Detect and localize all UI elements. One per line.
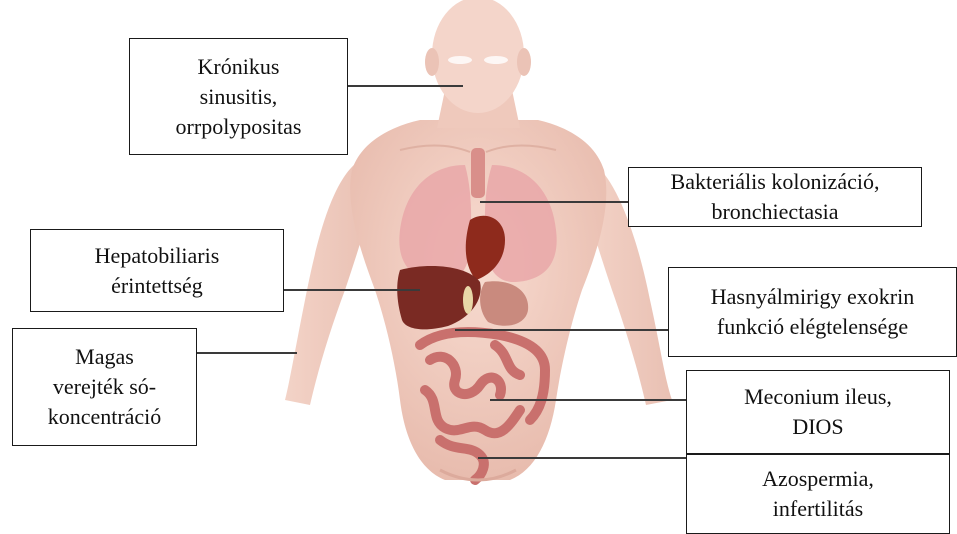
gallbladder xyxy=(463,286,473,314)
label-line: infertilitás xyxy=(762,494,874,524)
label-azospermia: Azospermia, infertilitás xyxy=(686,454,950,534)
label-pancreatic-insufficiency: Hasnyálmirigy exokrin funkció elégtelens… xyxy=(668,267,957,357)
label-meconium-ileus: Meconium ileus, DIOS xyxy=(686,370,950,454)
label-bacterial-colonization: Bakteriális kolonizáció, bronchiectasia xyxy=(628,167,922,227)
label-line: sinusitis, xyxy=(176,82,302,112)
label-line: Hepatobiliaris xyxy=(95,241,220,271)
trachea xyxy=(471,148,485,198)
label-line: Magas xyxy=(48,342,162,372)
label-hepatobiliary: Hepatobiliaris érintettség xyxy=(30,229,284,312)
label-line: Meconium ileus, xyxy=(744,382,892,412)
label-line: Azospermia, xyxy=(762,464,874,494)
label-line: koncentráció xyxy=(48,402,162,432)
label-high-sweat-salt: Magas verejték só- koncentráció xyxy=(12,328,197,446)
label-line: Bakteriális kolonizáció, xyxy=(671,167,880,197)
label-chronic-sinusitis: Krónikus sinusitis, orrpolypositas xyxy=(129,38,348,155)
label-line: bronchiectasia xyxy=(671,197,880,227)
label-line: Krónikus xyxy=(176,52,302,82)
label-line: verejték só- xyxy=(48,372,162,402)
label-line: funkció elégtelensége xyxy=(711,312,914,342)
label-line: Hasnyálmirigy exokrin xyxy=(711,282,914,312)
label-line: érintettség xyxy=(95,271,220,301)
label-line: DIOS xyxy=(744,412,892,442)
label-line: orrpolypositas xyxy=(176,112,302,142)
